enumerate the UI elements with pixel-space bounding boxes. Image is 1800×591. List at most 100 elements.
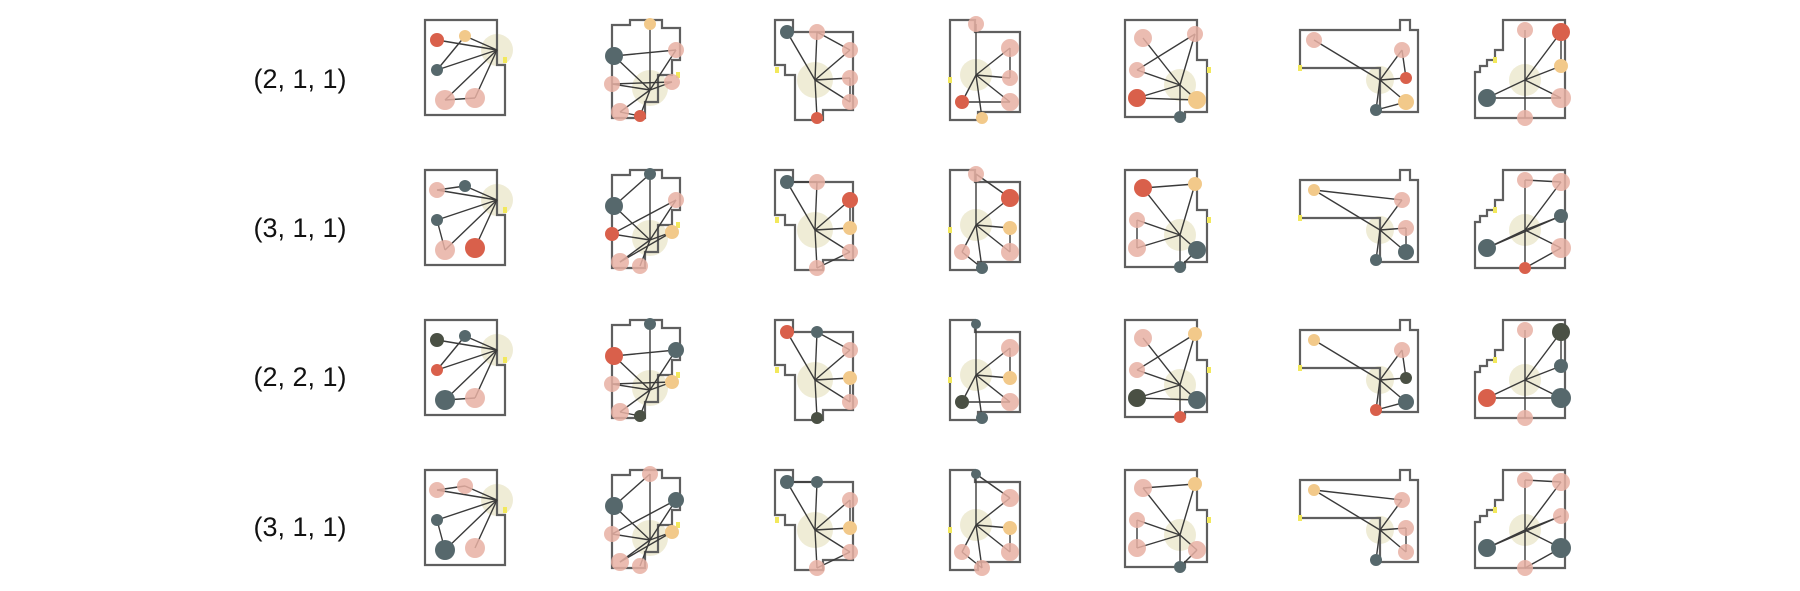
graph-node [435, 90, 455, 110]
graph-node [780, 475, 794, 489]
graph-node [1400, 72, 1412, 84]
graph-node [968, 16, 984, 32]
room-outline [610, 318, 682, 420]
graph-node [811, 326, 823, 338]
graph-node [605, 497, 623, 515]
graph-node [1394, 192, 1410, 208]
graph-edge [1142, 187, 1181, 236]
graph-edge [436, 35, 466, 71]
graph-node [1517, 110, 1533, 126]
room-outline [423, 468, 507, 567]
graph-node [976, 262, 988, 274]
floorplan-r3-c6 [1298, 318, 1420, 416]
graph-node [1519, 262, 1531, 274]
graph-node [809, 560, 825, 576]
graph-edge [436, 199, 498, 221]
room-outline [1473, 318, 1567, 420]
floorplan-r2-c7 [1473, 168, 1571, 274]
graph-node [465, 238, 485, 258]
floorplan-r4-c5 [1123, 468, 1211, 573]
graph-node [459, 180, 471, 192]
graph-node [842, 342, 858, 358]
room-outline [1473, 168, 1567, 270]
door-marker [676, 522, 680, 528]
graph-node [1003, 371, 1017, 385]
graph-edge [436, 339, 498, 351]
graph-node [1003, 521, 1017, 535]
graph-node [1128, 239, 1146, 257]
graph-node [1134, 329, 1152, 347]
graph-node [1551, 238, 1571, 258]
graph-node [1551, 538, 1571, 558]
graph-node [954, 244, 970, 260]
row-label-1: (2, 1, 1) [253, 64, 347, 94]
graph-node [811, 112, 823, 124]
door-marker [676, 72, 680, 78]
graph-edge [444, 349, 498, 401]
graph-edge [1142, 337, 1181, 386]
graph-node [1398, 244, 1414, 260]
door-marker [503, 57, 507, 63]
graph-edge [611, 499, 677, 535]
graph-node [1188, 177, 1202, 191]
door-marker [948, 377, 952, 383]
floorplan-r2-c2 [605, 168, 684, 274]
graph-node [842, 192, 858, 208]
graph-edge [1136, 333, 1196, 371]
graph-node [1001, 189, 1019, 207]
graph-node [605, 347, 623, 365]
graph-node [644, 18, 656, 30]
graph-edge [613, 49, 677, 57]
graph-node [1398, 94, 1414, 110]
graph-node [605, 47, 623, 65]
graph-edge [786, 331, 816, 381]
graph-node [1551, 88, 1571, 108]
floorplan-r4-c6 [1298, 468, 1420, 566]
graph-node [811, 476, 823, 488]
graph-node [1478, 239, 1496, 257]
graph-node [842, 492, 858, 508]
floorplan-r2-c3 [773, 168, 858, 276]
door-marker [503, 507, 507, 513]
graph-node [1394, 42, 1410, 58]
graph-edge [436, 189, 498, 201]
room-outline [1473, 18, 1567, 120]
graph-node [1129, 362, 1145, 378]
graph-node [780, 175, 794, 189]
graph-node [1552, 23, 1570, 41]
graph-node [644, 318, 656, 330]
graph-edge [1313, 489, 1403, 501]
floorplan-r2-c4 [948, 166, 1022, 274]
graph-node [1554, 209, 1568, 223]
room-outline [1298, 18, 1420, 114]
graph-node [611, 553, 629, 571]
row-label-4: (3, 1, 1) [253, 512, 347, 542]
graph-node [632, 558, 648, 574]
door-marker [1493, 57, 1497, 63]
graph-edge [444, 49, 498, 101]
graph-node [968, 166, 984, 182]
graph-node [1129, 212, 1145, 228]
graph-node [1398, 520, 1414, 536]
graph-edge [1524, 481, 1562, 531]
graph-node [809, 174, 825, 190]
graph-node [465, 538, 485, 558]
floorplan-r2-c1 [423, 168, 513, 267]
door-marker [503, 207, 507, 213]
graph-node [1552, 173, 1570, 191]
floorplan-r1-c1 [423, 18, 513, 117]
door-marker [1493, 207, 1497, 213]
room-outline [423, 168, 507, 267]
graph-node [1552, 473, 1570, 491]
door-marker [1298, 365, 1302, 371]
graph-node [1003, 221, 1017, 235]
floorplan-r3-c5 [1123, 318, 1211, 423]
graph-edge [1142, 487, 1181, 536]
graph-node [1478, 89, 1496, 107]
graph-edge [611, 381, 673, 385]
graph-edge [814, 379, 818, 419]
graph-node [843, 521, 857, 535]
door-marker [1298, 215, 1302, 221]
